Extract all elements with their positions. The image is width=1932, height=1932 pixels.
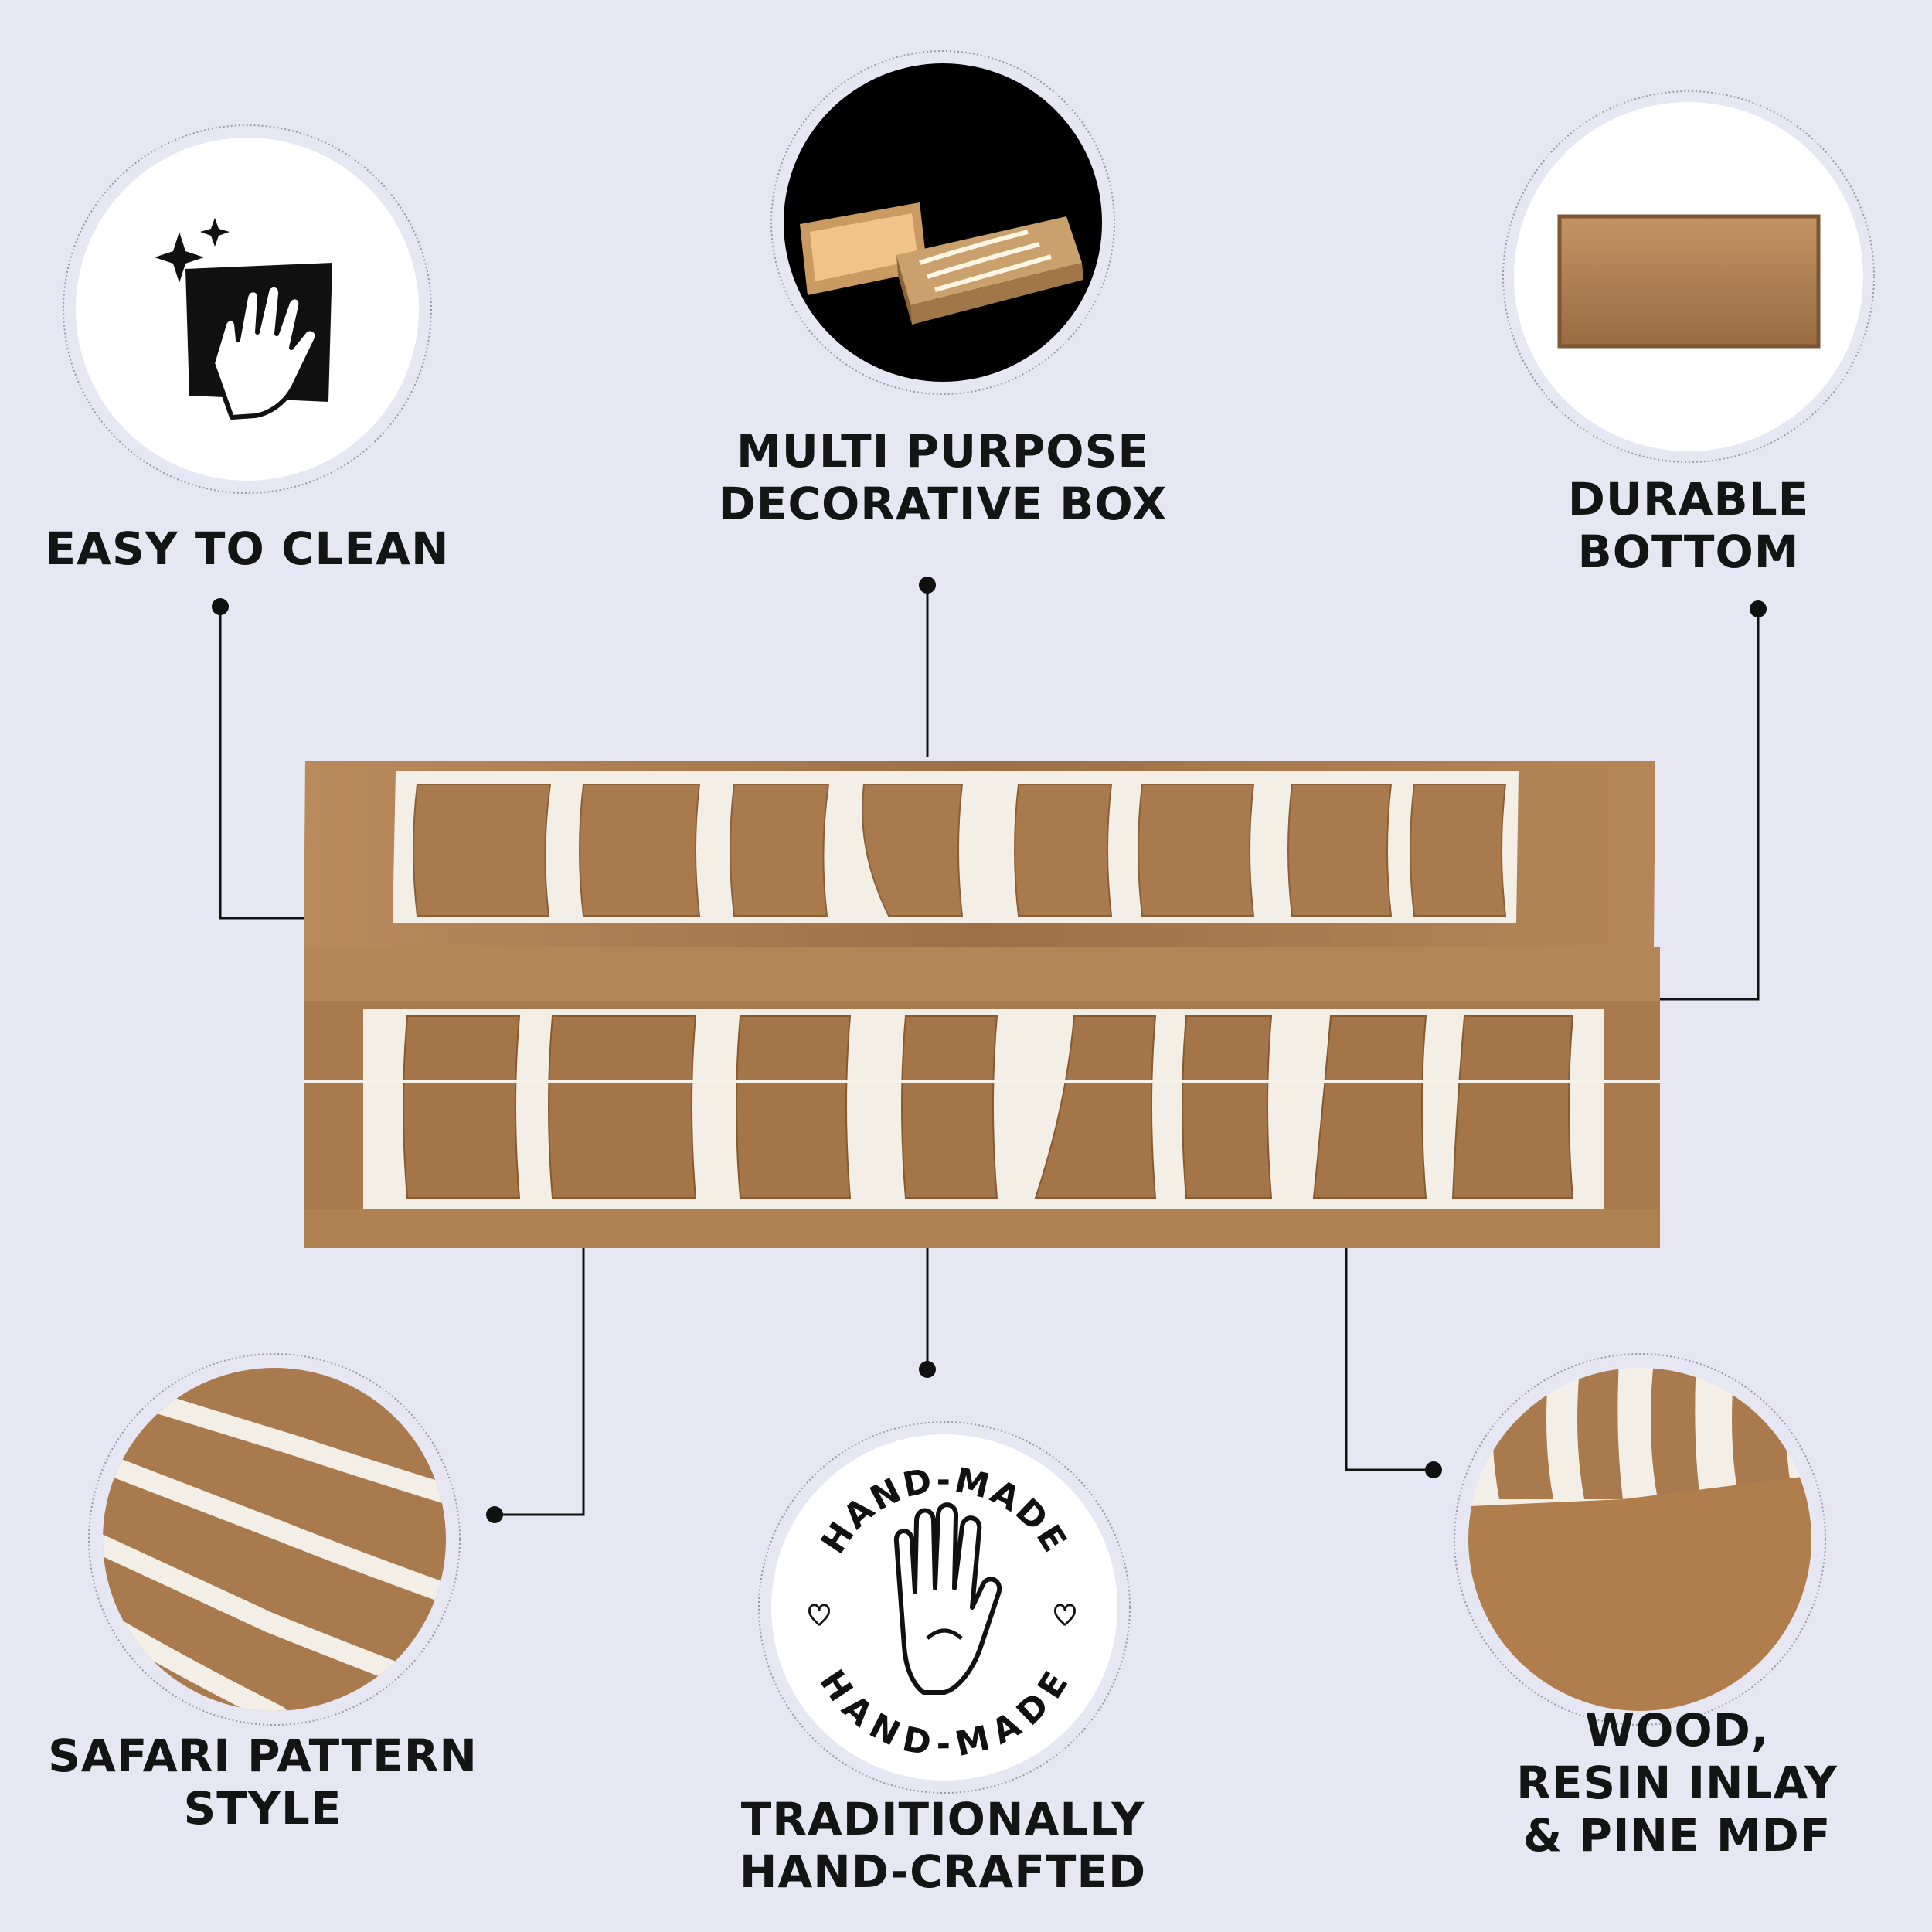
hand-made-circle: HAND-MADE: [758, 1421, 1131, 1794]
label-materials: WOOD, RESIN INLAY & PINE MDF: [1468, 1704, 1886, 1862]
label-hand-crafted: TRADITIONALLY HAND-CRAFTED: [696, 1793, 1190, 1898]
label-line: RESIN INLAY: [1516, 1757, 1838, 1809]
label-line: BOTTOM: [1577, 526, 1800, 578]
label-line: DURABLE: [1567, 473, 1810, 526]
label-line: SAFARI PATTERN: [48, 1730, 478, 1782]
connector-lines: [219, 585, 1760, 1516]
badge-top-arc: HAND-MADE: [814, 1461, 1076, 1561]
label-multi-purpose: MULTI PURPOSE DECORATIVE BOX: [680, 425, 1206, 530]
easy-clean-circle: [63, 124, 432, 494]
label-line: TRADITIONALLY: [740, 1793, 1145, 1845]
label-line: MULTI PURPOSE: [736, 425, 1149, 478]
hand-wipe-icon: [155, 218, 332, 420]
safari-pattern-circle: [88, 1353, 461, 1726]
label-safari-pattern: SAFARI PATTERN STYLE: [31, 1730, 495, 1835]
connector-dots: [212, 577, 1767, 1523]
multi-purpose-circle: [770, 50, 1115, 395]
hand-made-badge: HAND-MADE: [808, 1502, 1076, 1695]
box-bottom-photo: [1557, 214, 1821, 349]
badge-top-arc-text: HAND-MADE: [814, 1461, 1073, 1561]
materials-circle: [1454, 1353, 1826, 1726]
label-line: & PINE MDF: [1522, 1809, 1832, 1862]
material-closeup-photo: [1468, 1368, 1811, 1711]
open-box-photo: [800, 202, 1083, 325]
label-durable-bottom: DURABLE BOTTOM: [1522, 473, 1855, 578]
label-line: EASY TO CLEAN: [45, 522, 450, 575]
badge-bottom-arc-text: HAND-MADE: [811, 1663, 1075, 1764]
label-line: STYLE: [183, 1782, 342, 1835]
label-line: HAND-CRAFTED: [739, 1845, 1147, 1898]
label-line: WOOD,: [1585, 1704, 1769, 1757]
badge-bottom-arc: HAND-MADE: [811, 1663, 1077, 1764]
label-easy-to-clean: EASY TO CLEAN: [35, 522, 460, 575]
durable-bottom-circle: [1502, 90, 1875, 463]
decorative-box-photo: [304, 761, 1660, 1248]
label-line: DECORATIVE BOX: [718, 478, 1168, 530]
